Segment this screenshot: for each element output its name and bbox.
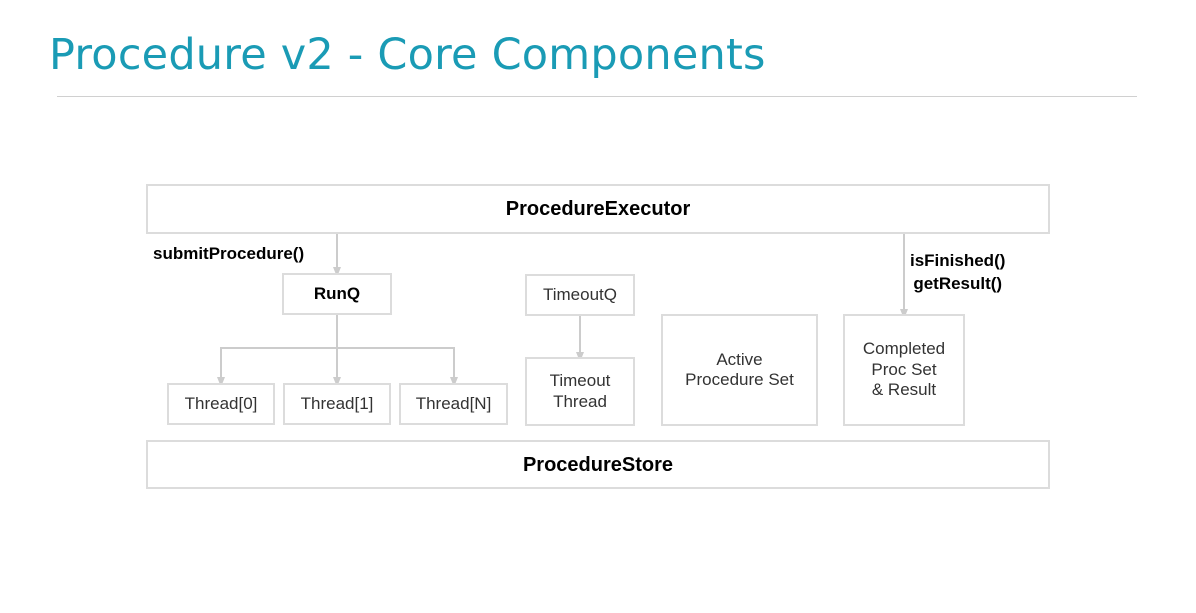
active-procedure-set-box: Active Procedure Set (661, 314, 818, 426)
title-divider (57, 96, 1137, 97)
timeout-thread-box: Timeout Thread (525, 357, 635, 426)
page-title: Procedure v2 - Core Components (49, 30, 766, 80)
thread-n-box: Thread[N] (399, 383, 508, 425)
runq-box: RunQ (282, 273, 392, 315)
runq-label: RunQ (313, 283, 361, 303)
procedure-store-label: ProcedureStore (522, 453, 674, 476)
completed-proc-set-box: Completed Proc Set & Result (843, 314, 965, 426)
thread-n-label: Thread[N] (415, 393, 492, 413)
timeout-thread-label: Timeout Thread (549, 371, 611, 411)
timeoutq-box: TimeoutQ (525, 274, 635, 316)
thread-1-box: Thread[1] (283, 383, 391, 425)
thread-0-box: Thread[0] (167, 383, 275, 425)
active-procedure-set-label: Active Procedure Set (685, 349, 794, 389)
timeoutq-label: TimeoutQ (542, 284, 617, 304)
is-finished-get-result-label: isFinished() getResult() (910, 251, 1006, 293)
procedure-store-box: ProcedureStore (146, 440, 1050, 489)
thread-0-label: Thread[0] (184, 393, 258, 413)
completed-proc-set-label: Completed Proc Set & Result (862, 339, 946, 400)
thread-1-label: Thread[1] (300, 393, 374, 413)
procedure-executor-box: ProcedureExecutor (146, 184, 1050, 234)
submit-procedure-label: submitProcedure() (153, 244, 305, 263)
procedure-executor-label: ProcedureExecutor (505, 198, 691, 220)
